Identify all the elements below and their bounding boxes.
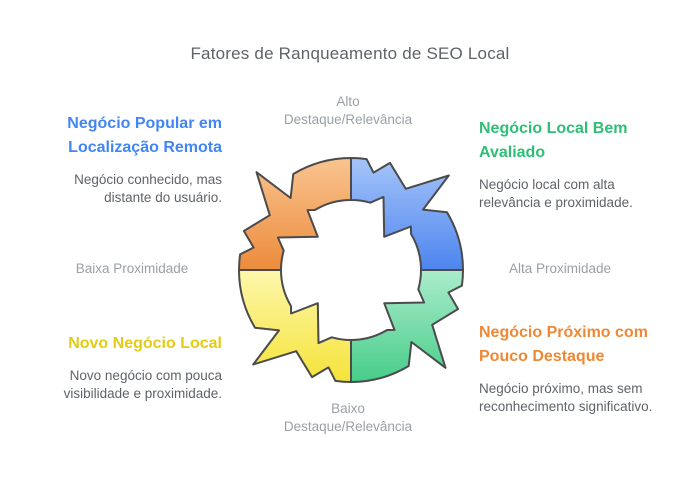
axis-bottom-line2: Destaque/Relevância	[283, 419, 413, 434]
axis-label-left: Baixa Proximidade	[75, 261, 189, 276]
segment-arrow-blue	[350, 157, 464, 271]
segment-arrow-yellow	[238, 269, 352, 383]
axis-top-line1: Alto	[336, 94, 360, 109]
quadrant-top-right-description: Negócio local com alta relevância e prox…	[479, 177, 633, 210]
quadrant-top-right-heading: Negócio Local Bem Avaliado	[479, 120, 628, 161]
quadrant-bottom-right-description: Negócio próximo, mas sem reconhecimento …	[479, 381, 653, 414]
quadrant-top-left-description: Negócio conhecido, mas distante do usuár…	[74, 172, 222, 205]
segment-arrow-green	[350, 269, 464, 383]
quadrant-bottom-left: Novo Negócio Local Novo negócio com pouc…	[27, 332, 222, 403]
axis-label-top: Alto Destaque/Relevância	[198, 93, 498, 129]
quadrant-top-left: Negócio Popular em Localização Remota Ne…	[32, 112, 222, 207]
quadrant-bottom-left-description: Novo negócio com pouca visibilidade e pr…	[63, 368, 222, 401]
axis-bottom-line1: Baixo	[331, 401, 365, 416]
quadrant-bottom-right-heading: Negócio Próximo com Pouco Destaque	[479, 324, 648, 365]
axis-label-bottom: Baixo Destaque/Relevância	[198, 400, 498, 436]
quadrant-top-left-heading: Negócio Popular em Localização Remota	[67, 115, 222, 156]
axis-label-right: Alta Proximidade	[508, 261, 612, 276]
cycle-arrows-diagram	[238, 157, 464, 383]
segment-arrow-orange	[238, 157, 352, 271]
axis-top-line2: Destaque/Relevância	[283, 112, 413, 127]
quadrant-bottom-left-heading: Novo Negócio Local	[68, 335, 222, 352]
diagram-title: Fatores de Ranqueamento de SEO Local	[190, 44, 510, 63]
quadrant-top-right: Negócio Local Bem Avaliado Negócio local…	[479, 117, 684, 212]
quadrant-bottom-right: Negócio Próximo com Pouco Destaque Negóc…	[479, 321, 689, 416]
